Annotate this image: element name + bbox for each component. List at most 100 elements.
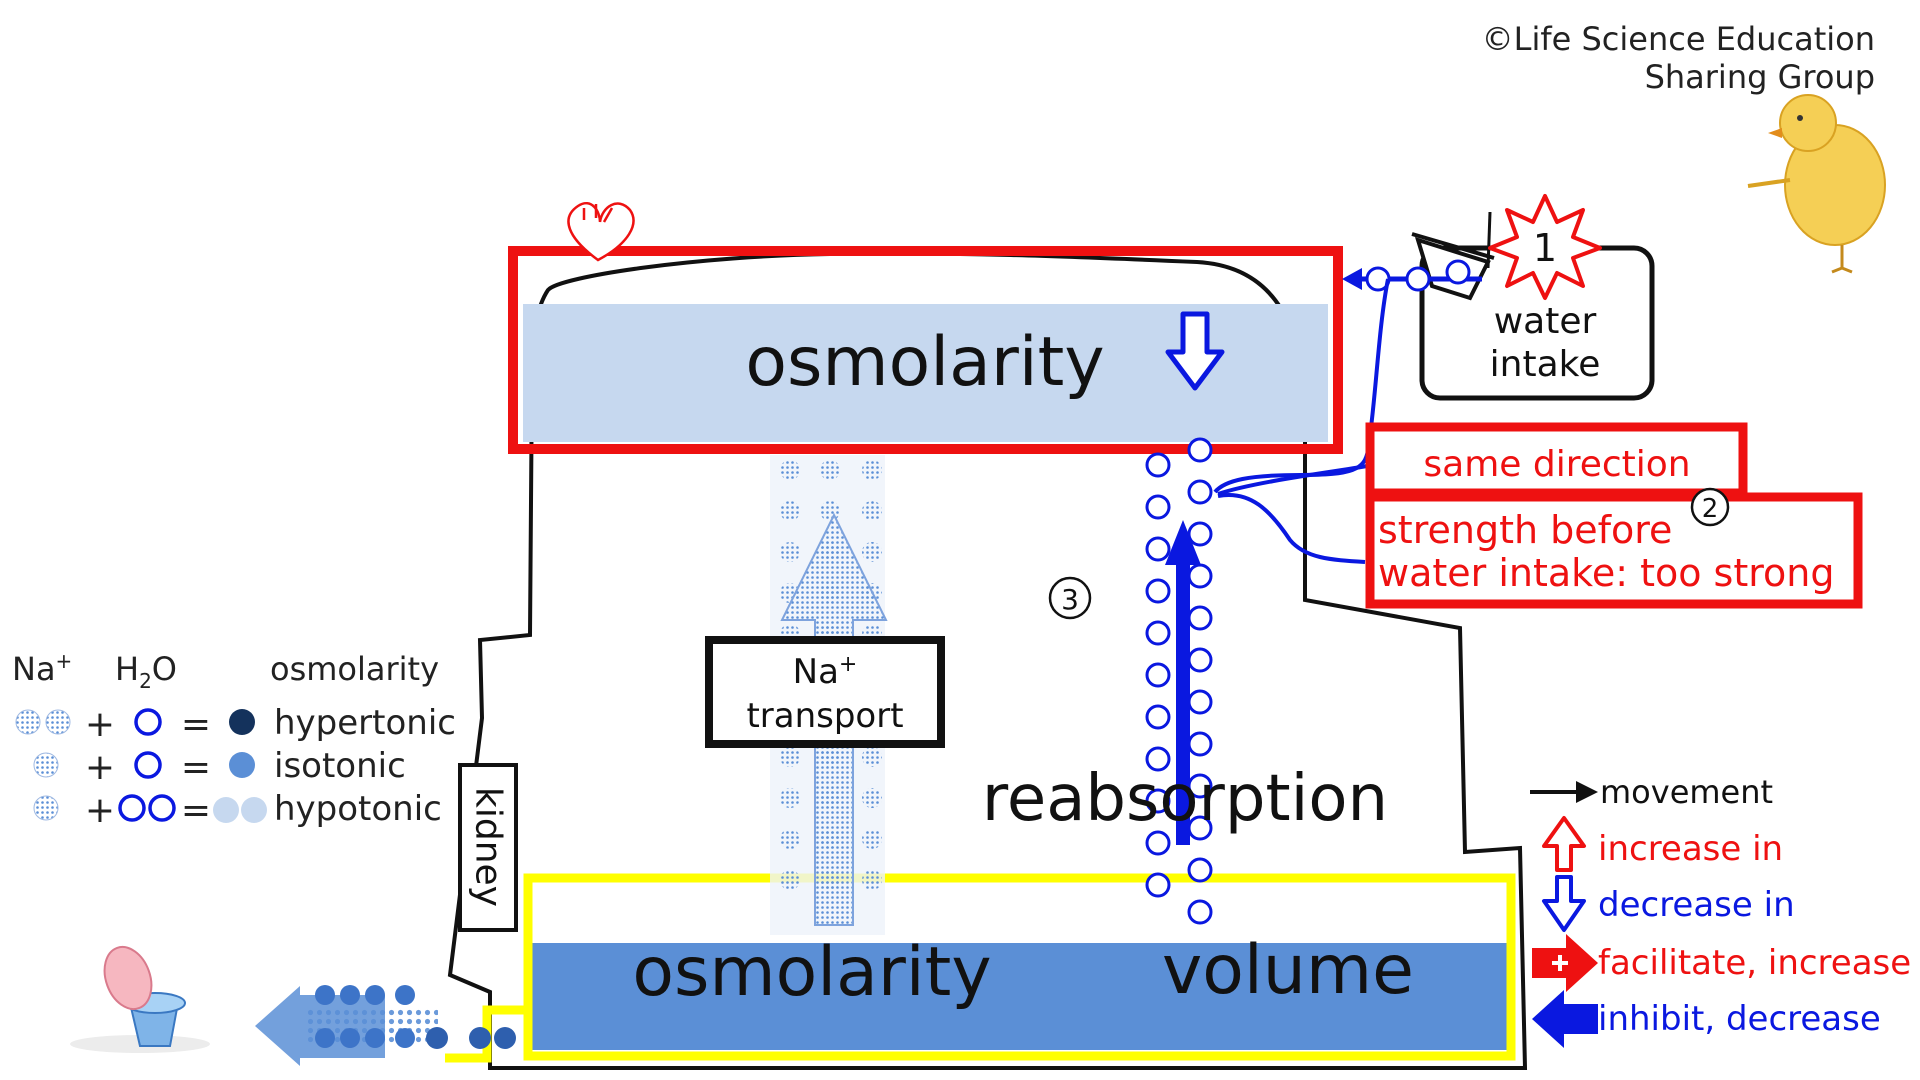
key-header-na: Na+: [12, 649, 72, 688]
water-molecule: [1145, 536, 1171, 562]
water-molecule: [1145, 494, 1171, 520]
reabsorption-up-arrow: [1165, 520, 1201, 845]
strength-line-2: water intake: too strong: [1378, 551, 1835, 595]
sodium-particle: [862, 501, 882, 521]
step-2-marker: [1690, 487, 1730, 527]
na-transport-label-2: transport: [746, 696, 903, 736]
water-molecule: [1145, 872, 1171, 898]
key-hypotonic: hypotonic: [274, 789, 442, 829]
sodium-particle: [780, 747, 800, 767]
sodium-particle: [780, 501, 800, 521]
increase-arrow-icon: [1542, 816, 1586, 872]
water-molecule: [1187, 563, 1213, 589]
water-molecule: [1187, 605, 1213, 631]
same-direction-label: same direction: [1423, 444, 1690, 485]
kidney-label-box: kidney: [458, 763, 518, 932]
tubule-volume-label: volume: [1162, 931, 1414, 1010]
water-molecule: [1145, 620, 1171, 646]
legend-increase: increase in: [1598, 829, 1783, 869]
water-molecule: [1187, 899, 1213, 925]
osmolarity-key: Na+ H2O osmolarity + = hypertonic + = is…: [12, 649, 456, 831]
connector-lines: [1213, 278, 1390, 564]
sodium-particle: [862, 460, 882, 480]
copyright-line-1: ©Life Science Education: [1482, 20, 1875, 58]
water-molecule: [1187, 857, 1213, 883]
sodium-particle: [820, 501, 840, 521]
na-transport-column: Na+ transport: [705, 455, 945, 935]
water-molecule: [1145, 746, 1171, 772]
water-intake-line-2: intake: [1490, 344, 1601, 385]
water-intake-box: water intake: [1419, 245, 1655, 401]
key-header-osmolarity: osmolarity: [270, 650, 439, 688]
key-equals-1: =: [181, 704, 211, 745]
kidney-label: kidney: [468, 787, 509, 907]
burst-icon: 1: [1488, 194, 1602, 300]
water-molecule: [1187, 731, 1213, 757]
water-molecule: [1145, 452, 1171, 478]
water-inflow: [1342, 259, 1482, 292]
water-molecule: [1187, 689, 1213, 715]
tubule-osmolarity-label: osmolarity: [632, 933, 991, 1012]
step-3-marker: [1048, 576, 1092, 620]
water-molecule: [1187, 521, 1213, 547]
key-header-h2o: H2O: [115, 650, 177, 693]
water-molecule: [1145, 830, 1171, 856]
strength-box: strength before water intake: too strong: [1365, 492, 1863, 609]
water-molecule-column: [1145, 437, 1213, 925]
hypertonic-swatch: [229, 709, 255, 735]
hypotonic-swatch-2: [241, 797, 267, 823]
reabsorption-column: reabsorption: [982, 437, 1388, 925]
water-molecule: [1145, 704, 1171, 730]
blood-compartment: osmolarity: [508, 246, 1343, 454]
copyright-line-2: Sharing Group: [1645, 58, 1875, 96]
key-plus-2: +: [85, 747, 115, 788]
urine-outflow: [255, 985, 516, 1066]
water-molecule: [1187, 437, 1213, 463]
sodium-particle: [862, 870, 882, 890]
sodium-particle: [862, 829, 882, 849]
inhibit-arrow-icon: [1532, 990, 1598, 1048]
sodium-particle: [780, 870, 800, 890]
strength-line-1: strength before: [1378, 508, 1672, 552]
legend-inhibit: inhibit, decrease: [1598, 999, 1881, 1039]
sodium-particle: [862, 542, 882, 562]
sodium-particle: [780, 788, 800, 808]
sodium-particle: [780, 542, 800, 562]
sodium-particle: [780, 460, 800, 480]
key-equals-2: =: [181, 747, 211, 788]
water-molecule: [1187, 479, 1213, 505]
sodium-particle: [820, 460, 840, 480]
sodium-particle: [862, 788, 882, 808]
decrease-arrow-icon: [1165, 311, 1225, 391]
blood-osmolarity-label: osmolarity: [745, 323, 1104, 402]
hypotonic-swatch-1: [213, 797, 239, 823]
water-molecule: [1187, 647, 1213, 673]
key-equals-3: =: [181, 790, 211, 831]
na-transport-label-1: Na+: [793, 652, 858, 692]
key-plus-3: +: [85, 790, 115, 831]
sodium-particle: [780, 829, 800, 849]
reabsorption-label: reabsorption: [982, 762, 1388, 836]
legend-movement: movement: [1600, 773, 1773, 811]
toilet-icon: [70, 946, 210, 1053]
isotonic-swatch: [229, 752, 255, 778]
water-molecule: [1145, 578, 1171, 604]
symbol-legend: movement increase in decrease in facilit…: [1530, 773, 1911, 1048]
heart-icon: [567, 202, 635, 262]
step-2-number: 2: [1702, 494, 1719, 524]
key-plus-1: +: [85, 704, 115, 745]
step-1-number: 1: [1533, 226, 1557, 270]
step-3-number: 3: [1061, 583, 1079, 616]
sodium-particle: [862, 747, 882, 767]
key-isotonic: isotonic: [274, 746, 406, 786]
movement-arrow-icon: [1576, 781, 1598, 803]
chick-icon: [1747, 94, 1886, 274]
water-intake-line-1: water: [1494, 301, 1597, 342]
water-molecule: [1145, 662, 1171, 688]
water-molecule: [1145, 788, 1171, 814]
water-inflow-arrowhead: [1342, 268, 1362, 290]
same-direction-box: same direction: [1365, 422, 1748, 498]
body-outline: [447, 251, 1528, 1070]
tubule-compartment: osmolarity volume: [445, 873, 1516, 1063]
